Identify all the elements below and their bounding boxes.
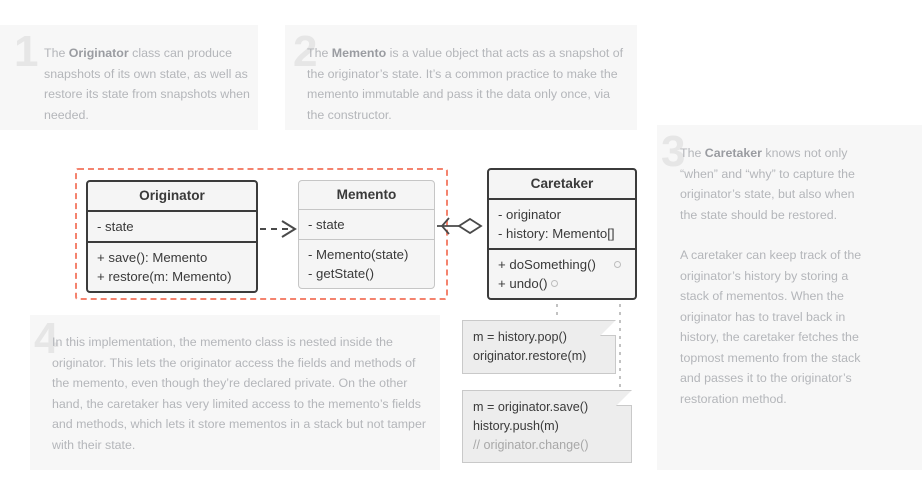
nested-group-boundary bbox=[75, 168, 448, 300]
panel-text-3: The Caretaker knows not only “when” and … bbox=[680, 143, 865, 409]
panel-2-pre: The bbox=[307, 46, 332, 60]
field-row: - state bbox=[97, 219, 134, 234]
note-line: m = originator.save() bbox=[473, 400, 589, 414]
connector-caretaker-to-memento bbox=[437, 217, 483, 235]
class-fields-caretaker: - originator - history: Memento[] bbox=[489, 198, 635, 248]
class-methods-caretaker: + doSomething() + undo() bbox=[489, 248, 635, 298]
class-box-caretaker[interactable]: Caretaker - originator - history: Mement… bbox=[487, 168, 637, 300]
note-undo-pseudocode: m = history.pop() originator.restore(m) bbox=[462, 320, 616, 374]
class-title-memento: Memento bbox=[336, 187, 397, 202]
connector-originator-to-memento bbox=[260, 220, 297, 238]
panel-number-1: 1 bbox=[14, 27, 39, 76]
panel-number-2: 2 bbox=[293, 27, 318, 76]
panel-text-2: The Memento is a value object that acts … bbox=[307, 43, 627, 125]
field-row: - originator bbox=[498, 207, 562, 222]
field-row: - history: Memento[] bbox=[498, 226, 615, 241]
panel-3-para2: A caretaker can keep track of the origin… bbox=[680, 248, 862, 406]
panel-text-1: The Originator class can produce snapsho… bbox=[44, 43, 250, 125]
explanation-panel-3: 3 The Caretaker knows not only “when” an… bbox=[657, 125, 922, 470]
class-fields-memento: - state bbox=[299, 209, 434, 239]
class-box-originator[interactable]: Originator - state + save(): Memento + r… bbox=[86, 180, 258, 293]
class-box-memento[interactable]: Memento - state - Memento(state) - getSt… bbox=[298, 180, 435, 289]
class-title-originator: Originator bbox=[139, 188, 205, 203]
panel-4-para1: In this implementation, the memento clas… bbox=[52, 335, 426, 452]
note-line-comment: // originator.change() bbox=[473, 438, 589, 452]
note-anchor-dosomething-icon bbox=[614, 261, 621, 268]
class-title-caretaker: Caretaker bbox=[530, 176, 594, 191]
panel-1-post: class can produce snapshots of its own s… bbox=[44, 46, 250, 122]
note-anchor-undo-icon bbox=[551, 280, 558, 287]
panel-number-3: 3 bbox=[661, 127, 686, 176]
method-row: - getState() bbox=[308, 266, 374, 281]
panel-number-4: 4 bbox=[34, 314, 59, 363]
panel-2-bold: Memento bbox=[331, 46, 387, 60]
note-line: originator.restore(m) bbox=[473, 349, 587, 363]
panel-text-4: In this implementation, the memento clas… bbox=[52, 332, 430, 455]
class-methods-originator: + save(): Memento + restore(m: Memento) bbox=[88, 241, 256, 291]
field-row: - state bbox=[308, 217, 345, 232]
class-methods-memento: - Memento(state) - getState() bbox=[299, 239, 434, 288]
method-row: + doSomething() bbox=[498, 255, 626, 274]
panel-3-bold: Caretaker bbox=[704, 146, 762, 160]
class-fields-originator: - state bbox=[88, 210, 256, 241]
note-line: m = history.pop() bbox=[473, 330, 567, 344]
panel-3-post: knows not only “when” and “why” to captu… bbox=[680, 146, 855, 222]
method-row: + restore(m: Memento) bbox=[97, 269, 232, 284]
method-row: + save(): Memento bbox=[97, 250, 208, 265]
explanation-panel-4: 4 In this implementation, the memento cl… bbox=[30, 315, 440, 470]
method-row: - Memento(state) bbox=[308, 247, 409, 262]
panel-1-bold: Originator bbox=[68, 46, 129, 60]
note-dosomething-pseudocode: m = originator.save() history.push(m) //… bbox=[462, 390, 632, 463]
panel-3-pre: The bbox=[680, 146, 705, 160]
panel-2-post: is a value object that acts as a snapsho… bbox=[307, 46, 624, 122]
explanation-panel-1: 1 The Originator class can produce snaps… bbox=[0, 25, 258, 130]
explanation-panel-2: 2 The Memento is a value object that act… bbox=[285, 25, 637, 130]
note-line: history.push(m) bbox=[473, 419, 559, 433]
panel-1-pre: The bbox=[44, 46, 69, 60]
method-row: + undo() bbox=[498, 274, 626, 293]
